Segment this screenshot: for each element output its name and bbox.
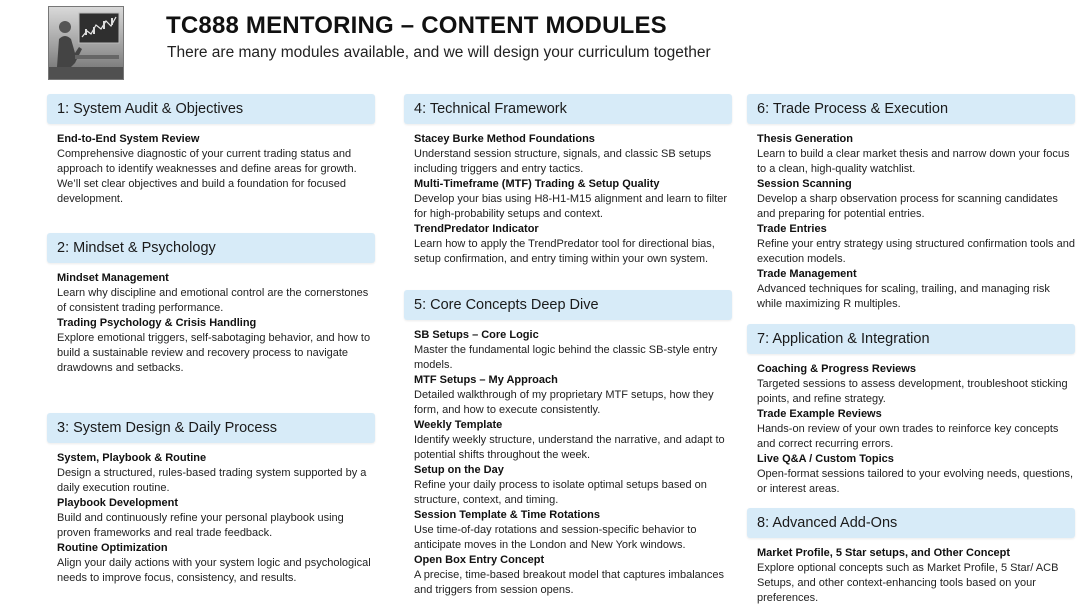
item-description: Explore optional concepts such as Market… xyxy=(757,562,1059,604)
item-title: Routine Optimization xyxy=(57,542,168,554)
item-title: Trade Management xyxy=(757,268,857,280)
module-4: 4: Technical Framework Stacey Burke Meth… xyxy=(404,94,732,267)
item-description: Refine your entry strategy using structu… xyxy=(757,238,1075,265)
item-title: Playbook Development xyxy=(57,497,179,509)
module-body: Market Profile, 5 Star setups, and Other… xyxy=(747,538,1075,606)
module-header: 1: System Audit & Objectives xyxy=(47,94,375,124)
item-description: Detailed walkthrough of my proprietary M… xyxy=(414,389,714,416)
item-title: TrendPredator Indicator xyxy=(414,223,539,235)
page-title: TC888 MENTORING – CONTENT MODULES xyxy=(166,12,667,39)
item-description: Develop a sharp observation process for … xyxy=(757,193,1058,220)
module-header: 3: System Design & Daily Process xyxy=(47,413,375,443)
item-description: Open-format sessions tailored to your ev… xyxy=(757,468,1074,495)
item-title: System, Playbook & Routine xyxy=(57,452,207,464)
trader-chart-illustration xyxy=(49,12,123,79)
module-header: 2: Mindset & Psychology xyxy=(47,233,375,263)
item-description: Learn how to apply the TrendPredator too… xyxy=(414,238,715,265)
module-7: 7: Application & Integration Coaching & … xyxy=(747,324,1075,497)
item-description: Learn to build a clear market thesis and… xyxy=(757,148,1070,175)
module-body: SB Setups – Core Logic Master the fundam… xyxy=(404,320,732,598)
item-description: Comprehensive diagnostic of your current… xyxy=(57,148,357,205)
item-description: Advanced techniques for scaling, trailin… xyxy=(757,283,1050,310)
item-description: Use time-of-day rotations and session-sp… xyxy=(414,524,697,551)
module-body: Thesis Generation Learn to build a clear… xyxy=(747,124,1075,312)
module-header: 8: Advanced Add-Ons xyxy=(747,508,1075,538)
item-title: End-to-End System Review xyxy=(57,133,200,145)
item-title: Stacey Burke Method Foundations xyxy=(414,133,595,145)
module-2: 2: Mindset & Psychology Mindset Manageme… xyxy=(47,233,375,376)
item-description: Design a structured, rules-based trading… xyxy=(57,467,367,494)
item-title: Mindset Management xyxy=(57,272,169,284)
item-description: Understand session structure, signals, a… xyxy=(414,148,712,175)
item-title: Trade Example Reviews xyxy=(757,408,882,420)
module-6: 6: Trade Process & Execution Thesis Gene… xyxy=(747,94,1075,312)
item-title: Trade Entries xyxy=(757,223,827,235)
item-description: Hands-on review of your own trades to re… xyxy=(757,423,1059,450)
item-title: SB Setups – Core Logic xyxy=(414,329,539,341)
item-description: Develop your bias using H8-H1-M15 alignm… xyxy=(414,193,728,220)
item-description: Targeted sessions to assess development,… xyxy=(757,378,1068,405)
item-description: Align your daily actions with your syste… xyxy=(57,557,371,584)
item-description: Refine your daily process to isolate opt… xyxy=(414,479,707,506)
module-body: Stacey Burke Method Foundations Understa… xyxy=(404,124,732,267)
item-title: Multi-Timeframe (MTF) Trading & Setup Qu… xyxy=(414,178,660,190)
item-description: Explore emotional triggers, self-sabotag… xyxy=(57,332,371,374)
module-body: Mindset Management Learn why discipline … xyxy=(47,263,375,376)
item-description: Master the fundamental logic behind the … xyxy=(414,344,718,371)
module-8: 8: Advanced Add-Ons Market Profile, 5 St… xyxy=(747,508,1075,606)
item-title: Weekly Template xyxy=(414,419,503,431)
module-1: 1: System Audit & Objectives End-to-End … xyxy=(47,94,375,207)
item-description: A precise, time-based breakout model tha… xyxy=(414,569,724,596)
item-title: Coaching & Progress Reviews xyxy=(757,363,916,375)
module-header: 6: Trade Process & Execution xyxy=(747,94,1075,124)
item-title: Market Profile, 5 Star setups, and Other… xyxy=(757,547,1011,559)
item-description: Learn why discipline and emotional contr… xyxy=(57,287,369,314)
item-title: Setup on the Day xyxy=(414,464,504,476)
module-3: 3: System Design & Daily Process System,… xyxy=(47,413,375,586)
item-title: Thesis Generation xyxy=(757,133,853,145)
module-body: System, Playbook & Routine Design a stru… xyxy=(47,443,375,586)
item-title: Trading Psychology & Crisis Handling xyxy=(57,317,257,329)
module-body: End-to-End System Review Comprehensive d… xyxy=(47,124,375,207)
module-body: Coaching & Progress Reviews Targeted ses… xyxy=(747,354,1075,497)
module-header: 5: Core Concepts Deep Dive xyxy=(404,290,732,320)
item-title: Live Q&A / Custom Topics xyxy=(757,453,894,465)
item-title: Open Box Entry Concept xyxy=(414,554,545,566)
item-description: Build and continuously refine your perso… xyxy=(57,512,344,539)
item-title: Session Scanning xyxy=(757,178,852,190)
logo-image xyxy=(48,6,124,80)
item-title: Session Template & Time Rotations xyxy=(414,509,601,521)
module-header: 7: Application & Integration xyxy=(747,324,1075,354)
page-subtitle: There are many modules available, and we… xyxy=(167,44,711,61)
item-title: MTF Setups – My Approach xyxy=(414,374,558,386)
item-description: Identify weekly structure, understand th… xyxy=(414,434,725,461)
module-5: 5: Core Concepts Deep Dive SB Setups – C… xyxy=(404,290,732,598)
module-header: 4: Technical Framework xyxy=(404,94,732,124)
